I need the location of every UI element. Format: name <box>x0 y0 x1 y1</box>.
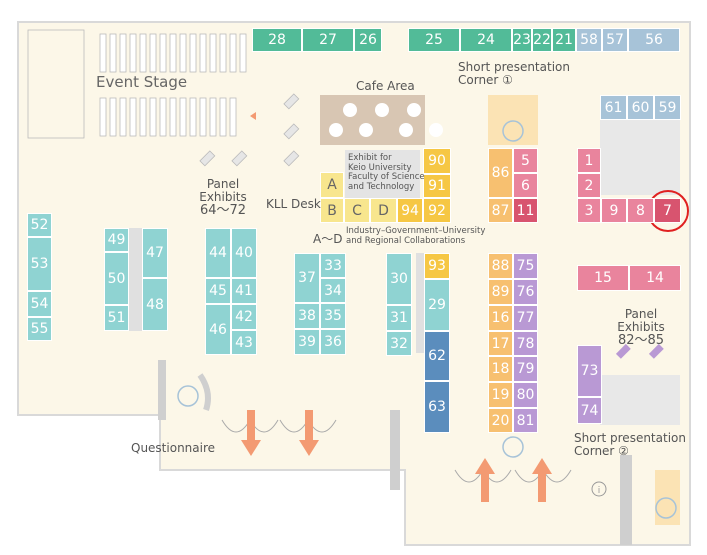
booth-47[interactable]: 47 <box>142 228 168 278</box>
booth-39[interactable]: 39 <box>294 329 320 355</box>
booth-53[interactable]: 53 <box>27 237 52 291</box>
booth-90[interactable]: 90 <box>423 148 451 174</box>
booth-7[interactable]: 7 <box>654 198 681 223</box>
booth-28[interactable]: 28 <box>252 28 302 52</box>
booth-91[interactable]: 91 <box>423 174 451 198</box>
booth-62[interactable]: 62 <box>424 331 450 381</box>
booth-16[interactable]: 16 <box>488 305 513 331</box>
booth-75[interactable]: 75 <box>513 253 538 279</box>
booth-52[interactable]: 52 <box>27 213 52 237</box>
booth-3[interactable]: 3 <box>577 198 601 223</box>
booth-61[interactable]: 61 <box>600 95 627 120</box>
booth-86[interactable]: 86 <box>488 148 513 198</box>
booth-19[interactable]: 19 <box>488 382 513 408</box>
booth-23[interactable]: 23 <box>512 28 532 52</box>
booth-74[interactable]: 74 <box>577 397 602 424</box>
booth-42[interactable]: 42 <box>231 304 257 330</box>
booth-79[interactable]: 79 <box>513 356 538 382</box>
booth-58[interactable]: 58 <box>576 28 602 52</box>
panel-stands <box>199 93 300 167</box>
booth-60[interactable]: 60 <box>627 95 654 120</box>
booth-40[interactable]: 40 <box>231 228 257 278</box>
booth-26[interactable]: 26 <box>354 28 382 52</box>
booth-27[interactable]: 27 <box>302 28 354 52</box>
kll-desk-label: KLL Desk <box>266 197 321 211</box>
booth-34[interactable]: 34 <box>320 278 346 303</box>
booth-49[interactable]: 49 <box>104 228 129 252</box>
booth-33[interactable]: 33 <box>320 253 346 278</box>
booth-37[interactable]: 37 <box>294 253 320 303</box>
booth-32[interactable]: 32 <box>386 331 412 356</box>
booth-a[interactable]: A <box>320 172 344 198</box>
booth-80[interactable]: 80 <box>513 382 538 408</box>
cafe-tables <box>329 103 443 137</box>
booth-9[interactable]: 9 <box>601 198 627 223</box>
booth-76[interactable]: 76 <box>513 279 538 305</box>
booth-78[interactable]: 78 <box>513 331 538 356</box>
event-stage-label: Event Stage <box>96 73 188 91</box>
cafe-area-label: Cafe Area <box>356 79 415 93</box>
booth-59[interactable]: 59 <box>654 95 681 120</box>
booth-22[interactable]: 22 <box>532 28 552 52</box>
booth-63[interactable]: 63 <box>424 381 450 433</box>
booth-1[interactable]: 1 <box>577 148 601 173</box>
booth-57[interactable]: 57 <box>602 28 628 52</box>
booth-77[interactable]: 77 <box>513 305 538 331</box>
booth-55[interactable]: 55 <box>27 317 52 341</box>
booth-44[interactable]: 44 <box>205 228 231 278</box>
booth-c[interactable]: C <box>344 198 370 223</box>
booth-5[interactable]: 5 <box>513 148 538 173</box>
booth-d[interactable]: D <box>370 198 397 223</box>
booth-73[interactable]: 73 <box>577 345 602 397</box>
booth-51[interactable]: 51 <box>104 305 129 331</box>
booth-36[interactable]: 36 <box>320 329 346 355</box>
booth-15[interactable]: 15 <box>577 265 629 291</box>
booth-25[interactable]: 25 <box>408 28 460 52</box>
booth-11[interactable]: 11 <box>513 198 538 223</box>
booth-31[interactable]: 31 <box>386 305 412 331</box>
booth-56[interactable]: 56 <box>628 28 680 52</box>
booth-30[interactable]: 30 <box>386 253 412 305</box>
booth-48[interactable]: 48 <box>142 278 168 331</box>
booth-50[interactable]: 50 <box>104 252 129 305</box>
booth-41[interactable]: 41 <box>231 278 257 304</box>
booth-18[interactable]: 18 <box>488 356 513 382</box>
booth-20[interactable]: 20 <box>488 408 513 433</box>
booth-2[interactable]: 2 <box>577 173 601 198</box>
booth-87[interactable]: 87 <box>488 198 513 223</box>
svg-text:i: i <box>598 486 601 496</box>
booth-29[interactable]: 29 <box>424 279 450 331</box>
booth-43[interactable]: 43 <box>231 330 257 355</box>
booth-24[interactable]: 24 <box>460 28 512 52</box>
booth-35[interactable]: 35 <box>320 303 346 329</box>
booth-88[interactable]: 88 <box>488 253 513 279</box>
booth-54[interactable]: 54 <box>27 291 52 317</box>
booth-93[interactable]: 93 <box>424 253 450 279</box>
ad-range-label: A～D <box>313 232 343 246</box>
booth-14[interactable]: 14 <box>629 265 681 291</box>
questionnaire-label: Questionnaire <box>131 441 216 455</box>
entrance-arrows <box>241 410 552 502</box>
booth-8[interactable]: 8 <box>627 198 654 223</box>
booth-92[interactable]: 92 <box>423 198 451 223</box>
booth-6[interactable]: 6 <box>513 173 538 198</box>
stage-seats <box>27 29 247 139</box>
booth-46[interactable]: 46 <box>205 304 231 355</box>
booth-45[interactable]: 45 <box>205 278 231 304</box>
booth-81[interactable]: 81 <box>513 408 538 433</box>
booth-94[interactable]: 94 <box>397 198 423 223</box>
booth-b[interactable]: B <box>320 198 344 223</box>
booth-21[interactable]: 21 <box>552 28 576 52</box>
booth-89[interactable]: 89 <box>488 279 513 305</box>
booth-17[interactable]: 17 <box>488 331 513 356</box>
booth-38[interactable]: 38 <box>294 303 320 329</box>
